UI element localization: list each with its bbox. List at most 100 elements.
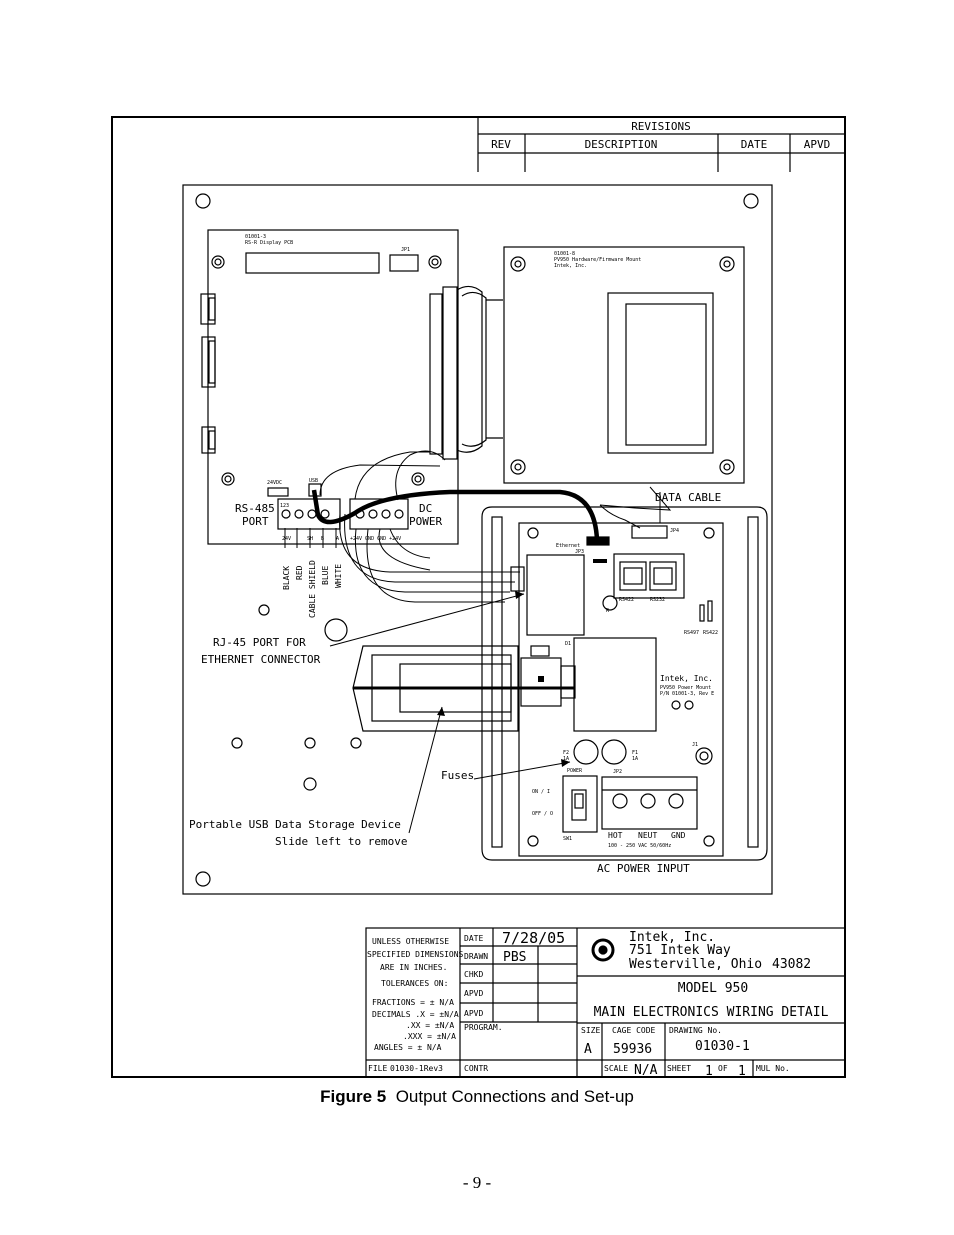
tb-sheet-label: SHEET — [667, 1064, 691, 1073]
tb-tol-decimals: DECIMALS .X = ±N/A — [372, 1010, 459, 1019]
data-cable-usb — [311, 489, 600, 541]
label-rs232-port: RS232 — [650, 597, 665, 603]
display-pcb-name: RS-R Display PCB — [245, 240, 293, 246]
wire-color-black: BLACK — [282, 566, 291, 590]
revisions-title: REVISIONS — [631, 120, 691, 133]
rs485-label-line2: PORT — [242, 515, 269, 528]
figure-caption-label: Figure 5 — [320, 1087, 387, 1106]
switch-off-label: OFF / O — [532, 811, 553, 817]
drawing-frame — [111, 116, 846, 1078]
tb-company: Intek, Inc. — [629, 930, 715, 945]
label-24vdc: 24VDC — [267, 480, 282, 486]
tb-program-label: PROGRAM. — [464, 1023, 503, 1032]
tb-size-label: SIZE — [581, 1026, 600, 1035]
ac-power-input-label: AC POWER INPUT — [597, 862, 690, 875]
ac-rating: 100 - 250 VAC 50/60Hz — [608, 843, 671, 849]
dc-pins: +24V GND GND +24V — [350, 536, 401, 542]
data-cable-label: DATA CABLE — [655, 491, 721, 504]
usb-callout-line2: Slide left to remove — [275, 835, 407, 848]
tb-tol-angles: ANGLES = ± N/A — [374, 1043, 442, 1052]
tb-chkd-label: CHKD — [464, 970, 483, 979]
label-ethernet: Ethernet — [556, 543, 580, 549]
page-number: - 9 - — [462, 1173, 492, 1192]
power-pcb — [510, 522, 724, 857]
tb-file-value: 01030-1Rev3 — [390, 1064, 443, 1073]
dc-label-line1: DC — [419, 502, 432, 515]
leader-lines — [329, 593, 571, 834]
fuse-f2-line1: F2 — [563, 750, 569, 756]
revisions-table — [477, 117, 845, 172]
label-r: R — [606, 608, 610, 614]
dc-label-line2: POWER — [409, 515, 442, 528]
tb-date-value: 7/28/05 — [502, 929, 565, 947]
wire-color-cable-shield: CABLE SHIELD — [308, 560, 317, 618]
tb-file-label: FILE — [368, 1064, 387, 1073]
tb-size-value: A — [584, 1042, 592, 1057]
label-jp4: JP4 — [670, 528, 679, 534]
figure-caption-text: Output Connections and Set-up — [395, 1087, 634, 1106]
label-jp2: JP2 — [613, 769, 622, 775]
tb-model: MODEL 950 — [678, 981, 748, 996]
display-pcb — [200, 229, 459, 545]
company-logo — [591, 938, 615, 962]
label-rs422-switch: RS422 — [703, 630, 718, 636]
ribbon-connector — [429, 285, 503, 460]
tb-mul-label: MUL No. — [756, 1064, 790, 1073]
label-jp3: JP3 — [575, 549, 584, 555]
tb-scale-label: SCALE — [604, 1064, 628, 1073]
usb-callout-line1: Portable USB Data Storage Device — [189, 818, 401, 831]
label-pin-numbers: 123 — [280, 503, 289, 509]
main-product: PV950 Power Mount — [660, 685, 711, 691]
rj45-callout-line2: ETHERNET CONNECTOR — [201, 653, 321, 666]
mounting-panel — [182, 184, 773, 895]
switch-on-label: ON / I — [532, 789, 550, 795]
wire-color-red: RED — [295, 565, 304, 580]
terminal-gnd: GND — [671, 831, 686, 840]
rs485-pin-b: B — [321, 536, 324, 542]
tb-date-label: DATE — [464, 934, 483, 943]
tb-drawn-label: DRAWN — [464, 952, 488, 961]
label-power: POWER — [567, 768, 583, 774]
tb-sheet-value: 1 — [705, 1064, 713, 1079]
wire-color-blue: BLUE — [321, 566, 330, 585]
power-mount-plate — [481, 506, 768, 861]
tb-address: 751 Intek Way — [629, 943, 731, 958]
usb-storage-device — [352, 645, 576, 732]
tb-cage-value: 59936 — [613, 1042, 652, 1057]
tb-drawn-value: PBS — [503, 950, 526, 965]
tb-general-1: UNLESS OTHERWISE — [372, 937, 449, 946]
tb-scale-value: N/A — [634, 1063, 658, 1078]
fuse-f1-line1: F1 — [632, 750, 638, 756]
tb-city: Westerville, Ohio — [629, 957, 762, 972]
figure-caption: Figure 5 Output Connections and Set-up — [0, 1087, 954, 1107]
wire-color-white: WHITE — [334, 564, 343, 588]
label-rs422-port: RS422 — [619, 597, 634, 603]
tb-tol-fractions: FRACTIONS = ± N/A — [372, 998, 454, 1007]
tb-drawing-no-value: 01030-1 — [695, 1039, 750, 1054]
fuse-f1-line2: 1A — [632, 756, 638, 762]
rs485-pin-24v: 24V — [282, 536, 291, 542]
tb-apvd-label-1: APVD — [464, 989, 483, 998]
revisions-header-date: DATE — [741, 138, 768, 151]
fuses-callout: Fuses — [441, 769, 474, 782]
revisions-header-apvd: APVD — [804, 138, 831, 151]
title-block — [365, 927, 846, 1078]
display-jp1: JP1 — [401, 247, 410, 253]
label-rs497: RS497 — [684, 630, 699, 636]
terminal-neut: NEUT — [638, 831, 657, 840]
tb-general-4: TOLERANCES ON: — [381, 979, 448, 988]
revisions-header-rev: REV — [491, 138, 511, 151]
revisions-header-description: DESCRIPTION — [585, 138, 658, 151]
tb-contr-label: CONTR — [464, 1064, 488, 1073]
label-d1: D1 — [565, 641, 571, 647]
rs485-pin-sh: SH — [307, 536, 313, 542]
display-pcb-part: 01001-3 — [245, 234, 266, 240]
tb-cage-label: CAGE CODE — [612, 1026, 656, 1035]
tb-apvd-label-2: APVD — [464, 1009, 483, 1018]
tb-sheet-total: 1 — [738, 1064, 746, 1079]
rs485-label-line1: RS-485 — [235, 502, 275, 515]
tb-zip: 43082 — [772, 957, 811, 972]
tb-drawing-no-label: DRAWING No. — [669, 1026, 722, 1035]
fuse-f2-line2: 1A — [563, 756, 569, 762]
